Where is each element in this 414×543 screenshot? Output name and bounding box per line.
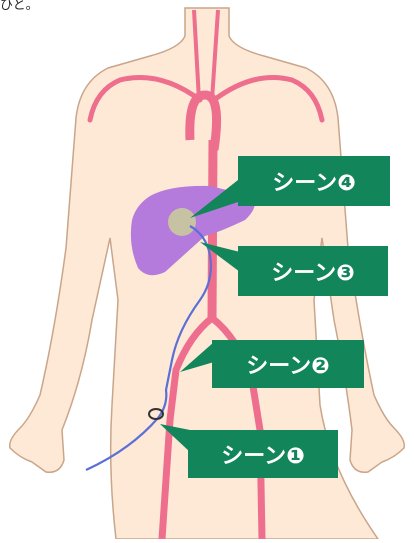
scene-4-label: シーン❹ <box>238 156 390 206</box>
scene-1-text: シーン❶ <box>221 438 305 470</box>
caption-fragment: ひと。 <box>0 0 39 13</box>
scene-2-text: シーン❷ <box>246 348 330 380</box>
scene-3-label: シーン❸ <box>238 246 388 296</box>
scene-4-text: シーン❹ <box>272 165 356 197</box>
tumor <box>168 208 196 236</box>
scene-2-label: シーン❷ <box>212 340 364 388</box>
scene-3-text: シーン❸ <box>271 255 355 287</box>
scene-1-label: シーン❶ <box>188 430 338 478</box>
